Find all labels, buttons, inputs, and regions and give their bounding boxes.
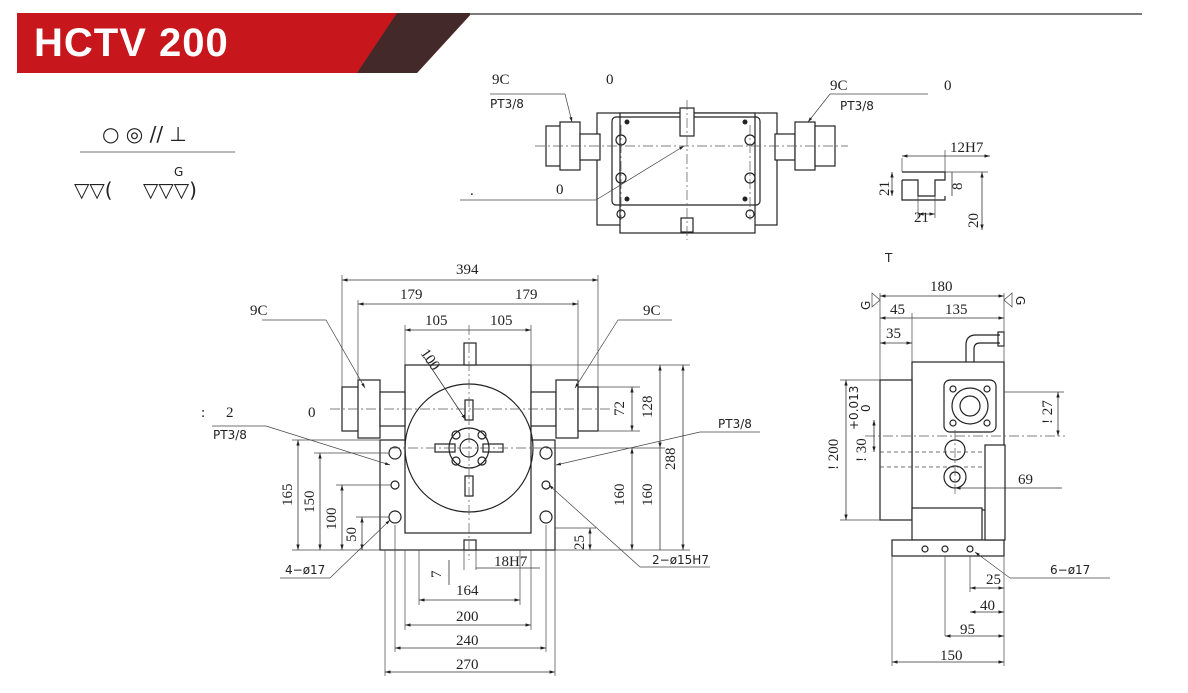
side-t: T [884, 251, 893, 265]
front-2: 2 [226, 405, 234, 421]
front-50: 50 [344, 527, 360, 542]
side-40: 40 [980, 598, 995, 614]
front-4-17: 4−ø17 [285, 563, 325, 577]
front-164: 164 [456, 583, 479, 599]
front-0: 0 [308, 405, 316, 421]
slot-8: 8 [950, 183, 966, 191]
slot-12h7: 12H7 [950, 140, 984, 156]
front-160-a: 160 [612, 484, 628, 507]
front-150: 150 [302, 491, 318, 514]
side-view: T 180 45 135 G [826, 251, 1110, 666]
top-9c-right: 9C [830, 78, 848, 94]
top-pt-right: PT3/8 [840, 99, 874, 113]
side-tol-upper: +0.013 [847, 386, 861, 430]
side-g-right: G [1013, 296, 1027, 305]
side-25: 25 [986, 572, 1001, 588]
side-135: 135 [945, 302, 968, 318]
top-9c-left: 9C [492, 72, 510, 88]
slot-21-bottom: 21 [914, 210, 929, 226]
front-9c-right: 9C [643, 303, 661, 319]
front-pt-right: PT3/8 [718, 417, 752, 431]
front-165: 165 [280, 484, 296, 507]
front-100-v: 100 [324, 508, 340, 531]
front-25: 25 [572, 535, 588, 550]
front-7: 7 [429, 570, 445, 578]
top-0-right: 0 [944, 78, 952, 94]
side-95: 95 [960, 622, 975, 638]
slot-detail: 12H7 21 8 21 20 [877, 140, 990, 230]
side-200: ! 200 [826, 439, 842, 470]
front-288: 288 [663, 448, 679, 471]
front-105-right: 105 [490, 313, 513, 329]
front-2-15: 2−ø15H7 [652, 553, 709, 567]
slot-20: 20 [966, 213, 982, 228]
side-27: ! 27 [1040, 400, 1056, 424]
top-dot: . [470, 183, 474, 199]
side-150: 150 [940, 648, 963, 664]
top-pt-left: PT3/8 [490, 97, 524, 111]
front-view: 394 179 179 105 105 100 9C 9C : 2 0 PT3/… [201, 262, 760, 676]
top-0-bottom: 0 [556, 182, 564, 198]
front-72: 72 [612, 401, 628, 416]
front-270: 270 [456, 657, 479, 673]
tolerance-symbols: ○ ◎ // ⊥ [102, 122, 187, 146]
front-394: 394 [456, 262, 479, 278]
side-tol-lower: 0 [859, 404, 873, 412]
top-0-left: 0 [606, 72, 614, 88]
front-128: 128 [640, 396, 656, 419]
slot-21-left: 21 [877, 181, 893, 196]
header-rule [470, 13, 1142, 15]
roughness-right: ▽▽▽) [143, 178, 197, 202]
front-179-right: 179 [515, 287, 538, 303]
front-18h7: 18H7 [494, 554, 528, 570]
front-160-b: 160 [640, 484, 656, 507]
side-g-left: G [859, 301, 873, 310]
front-9c-left: 9C [250, 303, 268, 319]
side-45: 45 [890, 302, 905, 318]
front-240: 240 [456, 633, 479, 649]
side-180: 180 [930, 279, 953, 295]
symbol-block: ○ ◎ // ⊥ G ▽▽( ▽▽▽) [74, 122, 235, 202]
title-banner [17, 13, 472, 73]
front-200: 200 [456, 609, 479, 625]
front-179-left: 179 [400, 287, 423, 303]
side-35: 35 [886, 326, 901, 342]
front-colon: : [201, 405, 205, 421]
front-pt-left: PT3/8 [213, 428, 247, 442]
side-6-17: 6−ø17 [1050, 563, 1090, 577]
product-title: HCTV 200 [34, 21, 229, 65]
side-30: ! 30 [854, 438, 870, 462]
roughness-left: ▽▽( [74, 178, 113, 202]
front-105-left: 105 [425, 313, 448, 329]
top-view: 9C 0 PT3/8 9C 0 PT3/8 . 0 [460, 72, 952, 240]
roughness-label: G [174, 165, 183, 179]
side-69: 69 [1018, 472, 1033, 488]
